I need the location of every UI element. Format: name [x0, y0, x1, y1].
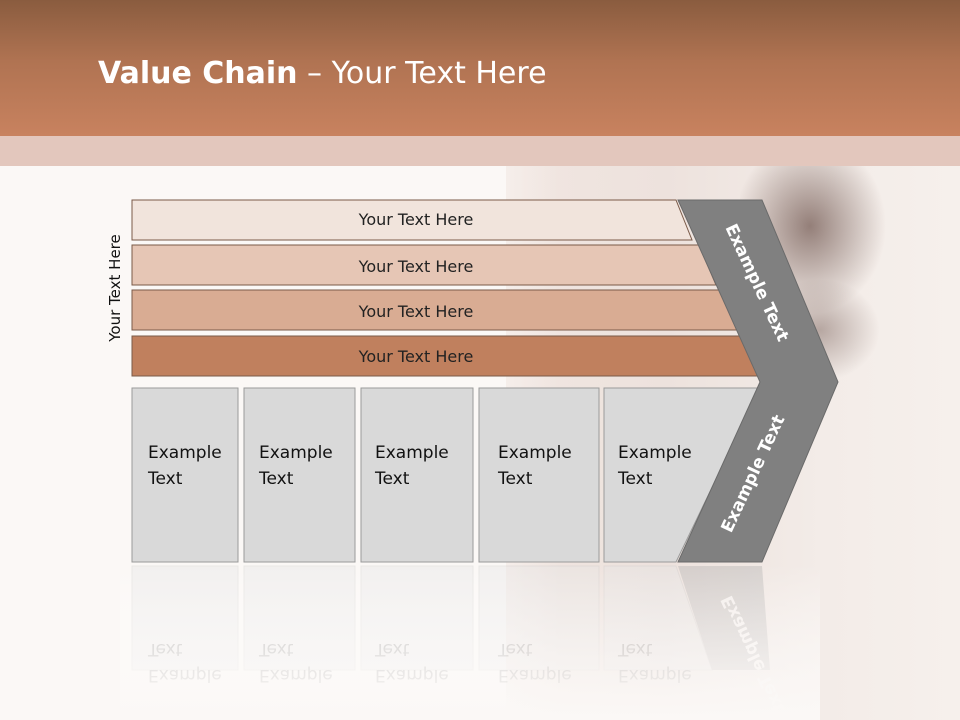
column-3[interactable] [360, 387, 474, 563]
bar-3-label: Your Text Here [358, 302, 474, 321]
column-4-line2: Text [497, 469, 533, 489]
bar-1-label: Your Text Here [358, 210, 474, 229]
title-bold: Value Chain [98, 56, 298, 91]
bar-4-label: Your Text Here [358, 347, 474, 366]
title-bar [0, 0, 960, 136]
bar-1[interactable] [131, 199, 693, 241]
column-4[interactable] [478, 387, 600, 563]
column-2[interactable] [243, 387, 356, 563]
reflection-fade [120, 564, 820, 720]
column-1-line1: Example [148, 443, 222, 463]
title-band [0, 136, 960, 166]
bars-group: Your Text Here Your Text Here Your Text … [131, 199, 764, 377]
page-title[interactable]: Value Chain – Your Text Here [98, 56, 547, 91]
column-4-line1: Example [498, 443, 572, 463]
chevron-shape[interactable] [677, 199, 839, 563]
column-3-line2: Text [374, 469, 410, 489]
column-5-line1: Example [618, 443, 692, 463]
bar-2-label: Your Text Here [358, 257, 474, 276]
title-rest: – Your Text Here [297, 56, 547, 91]
column-3-line1: Example [375, 443, 449, 463]
column-5-line2: Text [617, 469, 653, 489]
column-1-line2: Text [147, 469, 183, 489]
column-2-line1: Example [259, 443, 333, 463]
column-5[interactable] [603, 387, 761, 563]
columns-group: Example Text Example Text Example Text E… [131, 387, 761, 563]
column-1[interactable] [131, 387, 239, 563]
column-2-line2: Text [258, 469, 294, 489]
